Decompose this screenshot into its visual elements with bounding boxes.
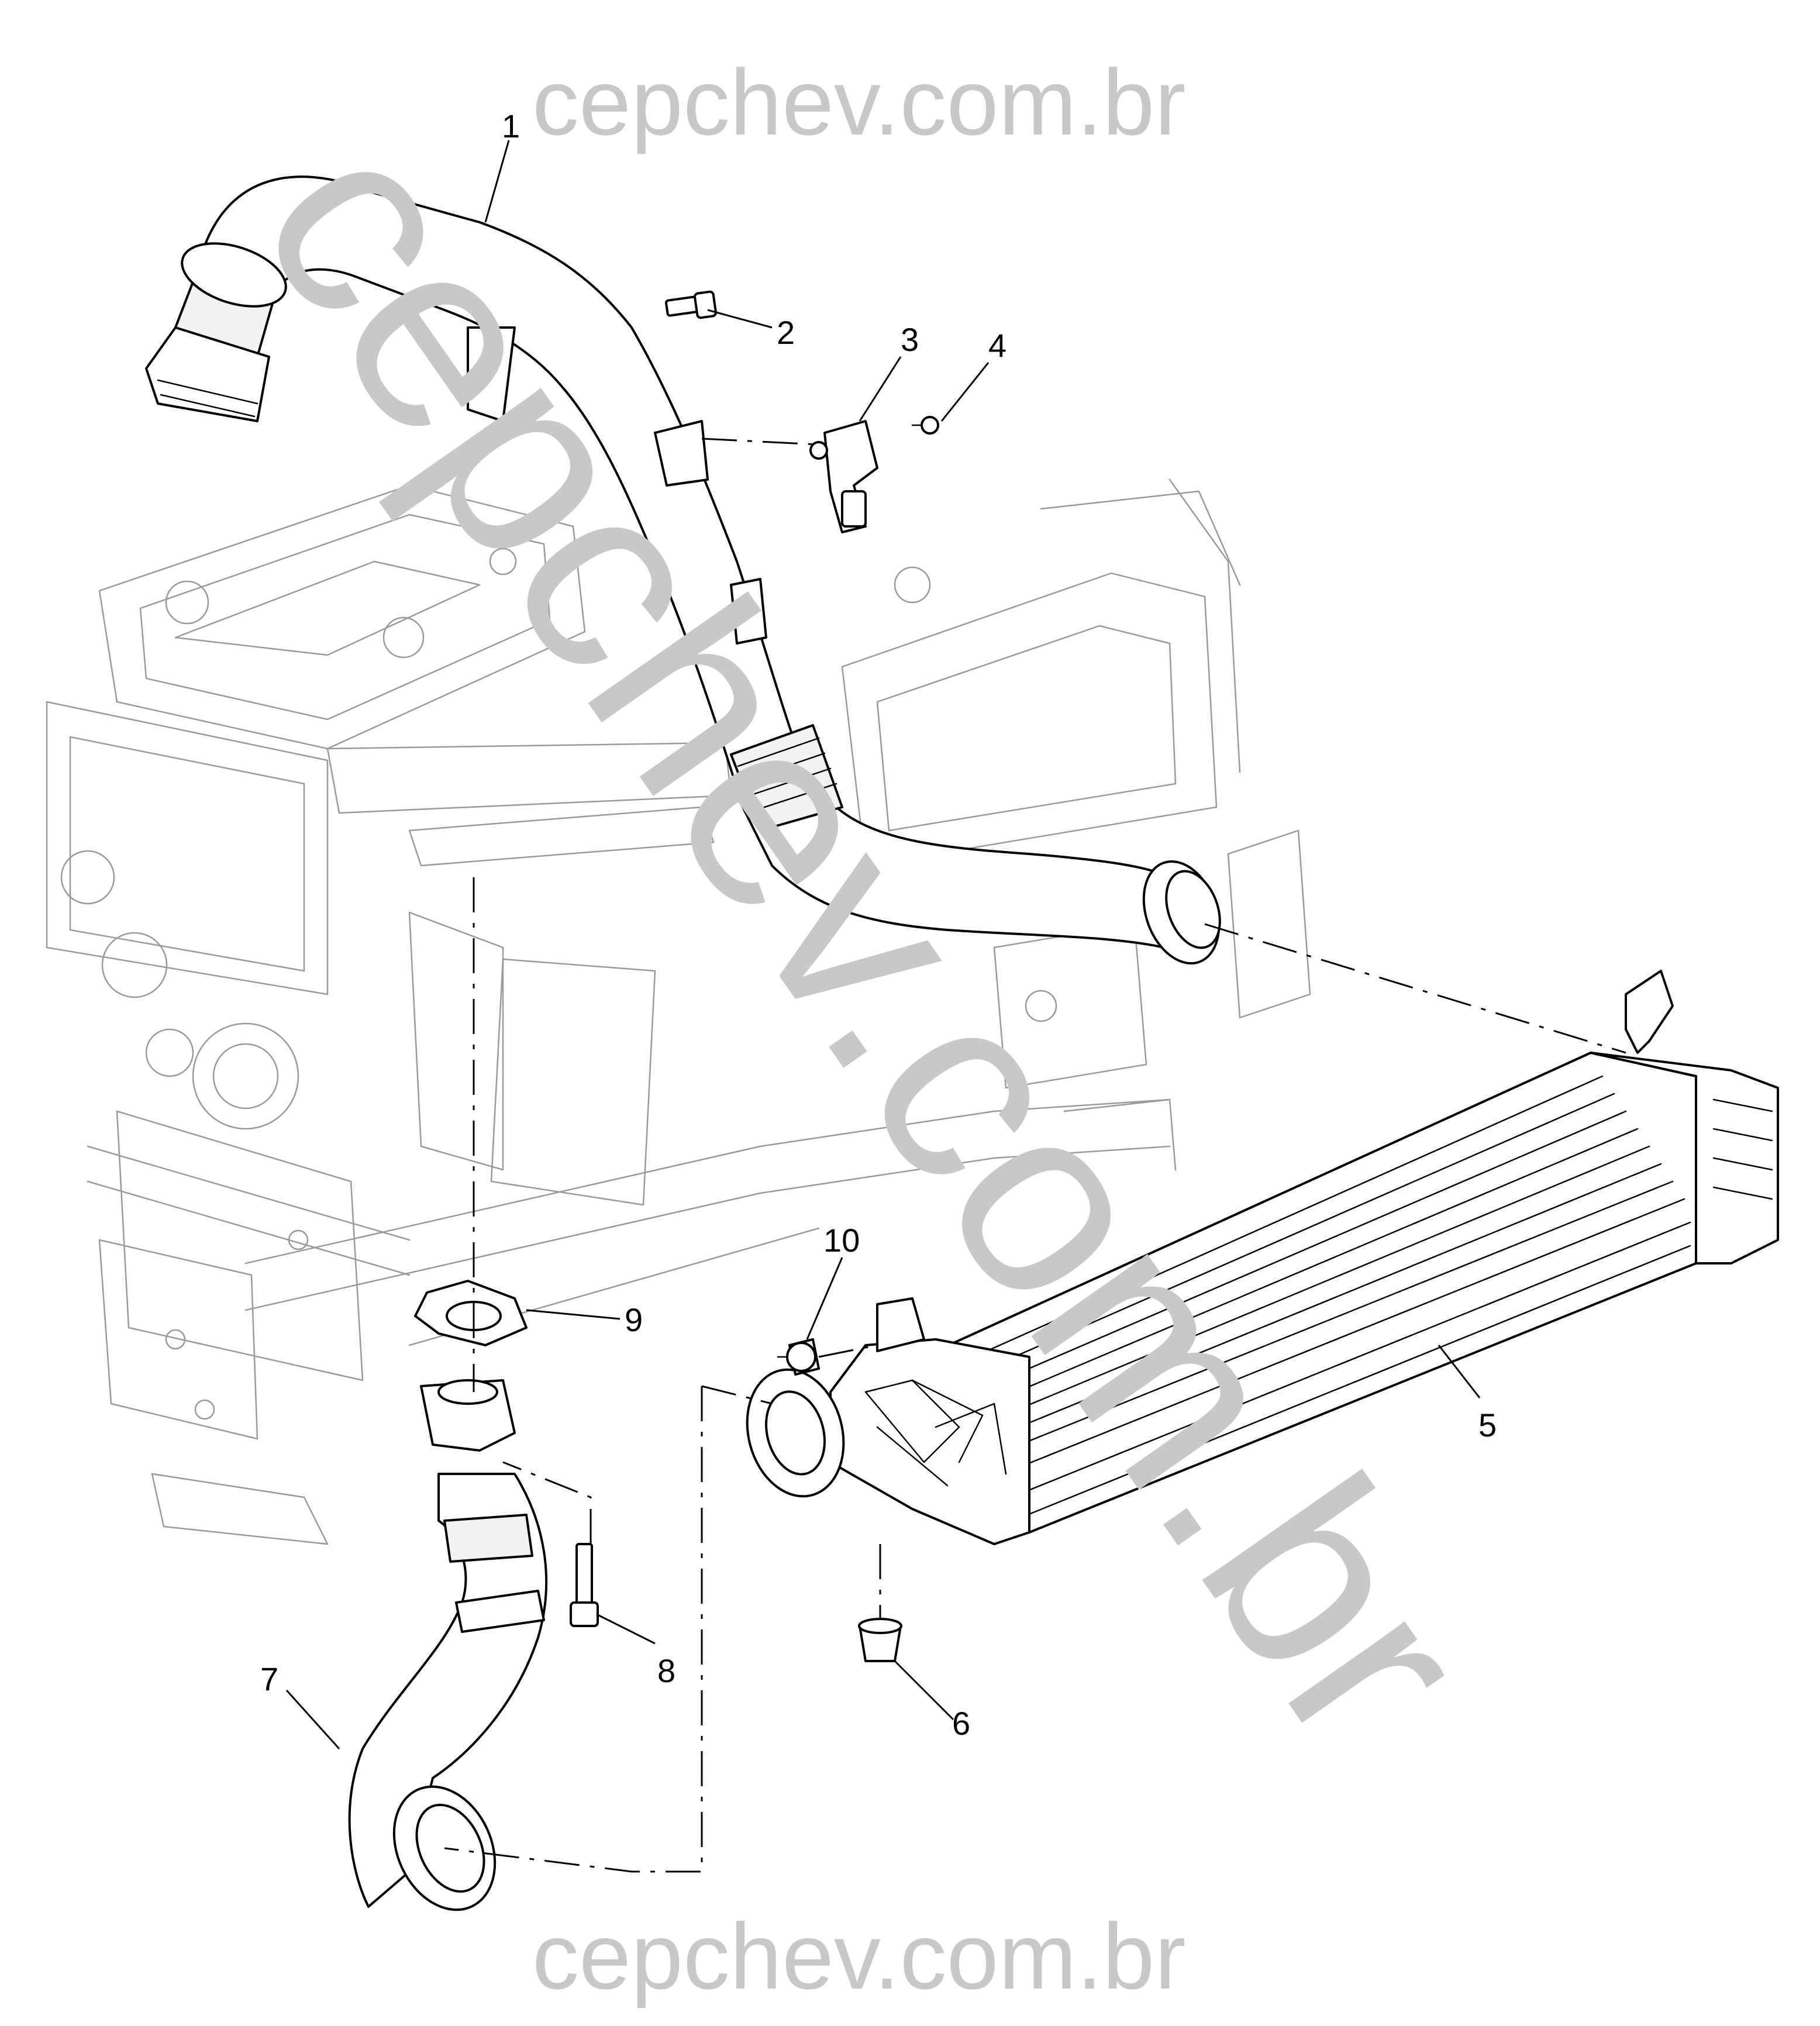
callout-2: 2: [707, 309, 795, 351]
part-3-pressure-sensor: [809, 420, 878, 533]
callout-7-label: 7: [260, 1660, 278, 1697]
part-9-gasket: [414, 1280, 528, 1346]
callout-9-label: 9: [625, 1301, 643, 1338]
callout-10-label: 10: [823, 1222, 860, 1259]
callout-7: 7: [260, 1660, 340, 1750]
watermark-top: cepchev.com.br: [532, 50, 1186, 154]
part-5-charge-air-cooler: [746, 970, 1779, 1545]
callout-1-label: 1: [502, 108, 520, 144]
part-8-bolt: [570, 1543, 599, 1627]
engine-bay-background: [46, 478, 1311, 1545]
callout-4: 4: [940, 327, 1006, 422]
part-10-nut: [777, 1338, 820, 1376]
callout-10: 10: [806, 1222, 860, 1340]
callout-3-label: 3: [901, 321, 919, 358]
callout-2-label: 2: [777, 314, 795, 351]
watermark-diagonal: cepchev.com.br: [204, 83, 1528, 1796]
callout-5-label: 5: [1478, 1407, 1497, 1443]
callout-1: 1: [484, 108, 520, 223]
callout-3: 3: [859, 321, 919, 422]
part-2-bolt: [665, 290, 717, 319]
callout-6: 6: [894, 1660, 970, 1742]
callout-5: 5: [1438, 1345, 1497, 1443]
part-7-lower-charge-air-hose: [348, 1379, 548, 1911]
alignment-lines: [444, 437, 1626, 1873]
callout-9: 9: [526, 1301, 643, 1338]
part-4-screw: [911, 416, 939, 435]
part-1-upper-charge-air-pipe: [145, 175, 1221, 965]
callout-8-label: 8: [657, 1652, 675, 1689]
callout-6-label: 6: [952, 1705, 970, 1742]
callout-4-label: 4: [988, 327, 1006, 364]
callout-8: 8: [596, 1613, 675, 1689]
watermark-bottom: cepchev.com.br: [532, 1904, 1186, 2008]
part-6-grommet: [858, 1618, 902, 1662]
callouts: 1 2 3 4 5 6 7 8: [260, 108, 1497, 1750]
